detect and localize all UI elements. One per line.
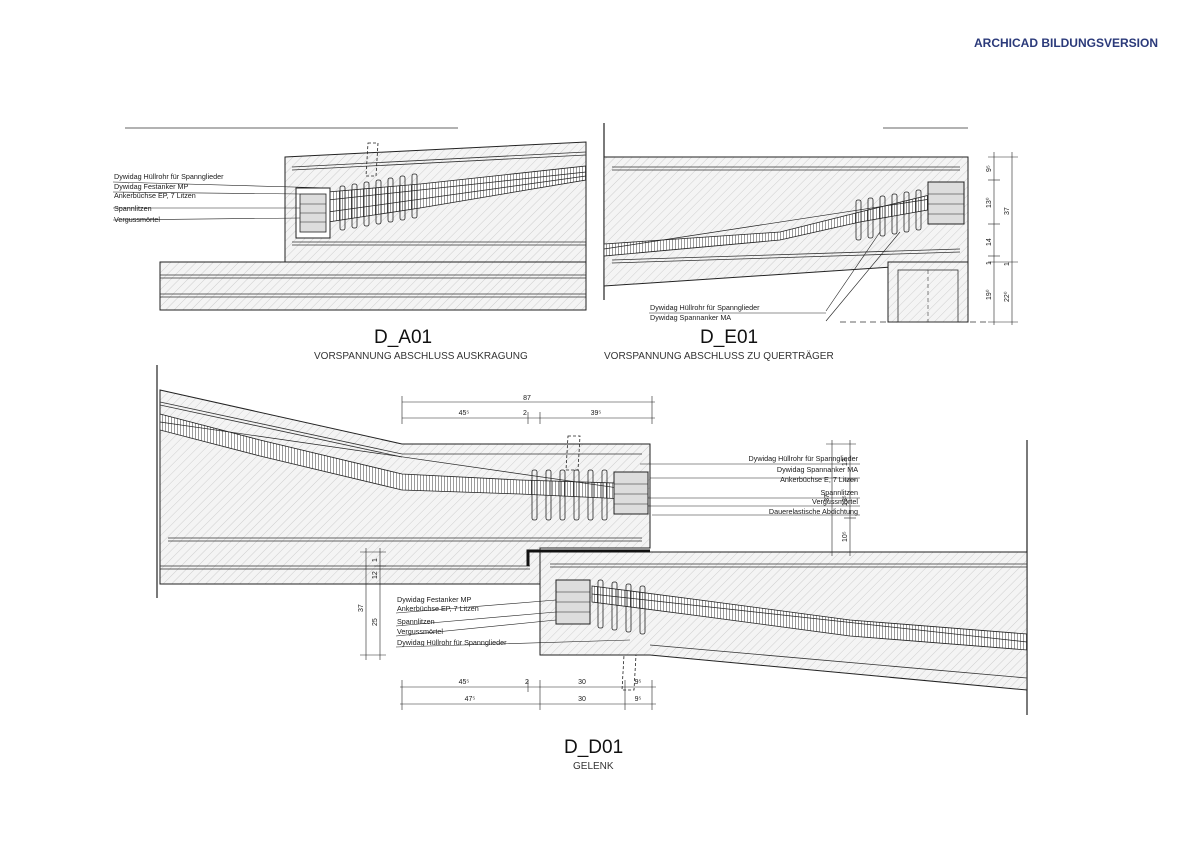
d01-dim-left-2: 12 xyxy=(372,571,379,579)
a01-subtitle: VORSPANNUNG ABSCHLUSS AUSKRAGUNG xyxy=(314,351,528,362)
d01-dim-bottom-2c: 9⁵ xyxy=(635,696,642,703)
watermark-text: ARCHICAD BILDUNGSVERSION xyxy=(974,36,1158,50)
d01-dim-right-1: 13 xyxy=(842,458,849,466)
d01-dim-bottom-1d: 9⁵ xyxy=(635,679,642,686)
d01-subtitle: GELENK xyxy=(573,761,614,772)
d01-dim-bottom-1a: 45⁵ xyxy=(459,679,470,686)
a01-label-huellrohr: Dywidag Hüllrohr für Spannglieder xyxy=(114,172,224,181)
a01-label-spannlitzen: Spannlitzen xyxy=(114,204,152,213)
a01-label-festanker: Dywidag Festanker MP xyxy=(114,182,189,191)
e01-label-spannanker: Dywidag Spannanker MA xyxy=(650,313,731,322)
d01-dim-left-1: 1 xyxy=(372,558,379,562)
e01-dim-8: 22⁰ xyxy=(1003,291,1011,302)
d01-dim-top-3: 39⁵ xyxy=(591,410,602,417)
d01-dim-top-1: 45⁵ xyxy=(459,410,470,417)
e01-dim-4: 1 xyxy=(986,261,993,265)
d01-dim-bottom-1c: 30 xyxy=(578,679,586,686)
d01-label-spannlitzen-upper: Spannlitzen xyxy=(820,488,858,497)
a01-title: D_A01 xyxy=(374,327,432,348)
d01-dim-bottom-2b: 30 xyxy=(578,696,586,703)
d01-dim-bottom-2a: 47⁵ xyxy=(465,696,476,703)
d01-label-spannlitzen-lower: Spannlitzen xyxy=(397,617,435,626)
e01-dim-7: 1 xyxy=(1004,262,1011,266)
d01-dim-left-4: 25 xyxy=(372,618,379,626)
d01-dim-bottom-1b: 2 xyxy=(525,679,529,686)
d01-label-huellrohr-upper: Dywidag Hüllrohr für Spannglieder xyxy=(749,454,859,463)
e01-dim-3: 14 xyxy=(986,238,993,246)
d01-dim-top-2: 2 xyxy=(523,410,527,417)
d01-label-verguss-lower: Vergussmörtel xyxy=(397,627,443,636)
e01-title: D_E01 xyxy=(700,327,758,348)
e01-subtitle: VORSPANNUNG ABSCHLUSS ZU QUERTRÄGER xyxy=(604,350,834,362)
d01-label-spannanker: Dywidag Spannanker MA xyxy=(777,465,858,474)
detail-a01: Dywidag Hüllrohr für Spannglieder Dywida… xyxy=(112,127,587,362)
e01-dim-1: 9⁵ xyxy=(986,165,993,172)
d01-dim-right-4: 10⁵ xyxy=(842,531,849,542)
d01-label-ankerbuechse-ep: Ankerbüchse EP, 7 Litzen xyxy=(397,604,479,613)
d01-label-festanker: Dywidag Festanker MP xyxy=(397,595,472,604)
detail-d01: Dywidag Hüllrohr für Spannglieder Dywida… xyxy=(156,365,1028,772)
e01-dim-6: 37 xyxy=(1004,207,1011,215)
a01-label-ankerbuechse: Ankerbüchse EP, 7 Litzen xyxy=(114,191,196,200)
detail-e01: Dywidag Hüllrohr für Spannglieder Dywida… xyxy=(603,123,1018,362)
d01-label-huellrohr-lower: Dywidag Hüllrohr für Spannglieder xyxy=(397,638,507,647)
d01-label-ankerbuechse-e: Ankerbüchse E, 7 Litzen xyxy=(780,475,858,484)
d01-title: D_D01 xyxy=(564,737,623,758)
d01-dim-left-3: 37 xyxy=(358,604,365,612)
d01-dim-right-3: 13⁵ xyxy=(842,495,849,506)
e01-label-huellrohr: Dywidag Hüllrohr für Spannglieder xyxy=(650,303,760,312)
e01-dim-5: 19⁰ xyxy=(985,289,993,300)
a01-label-vergussmoertel: Vergussmörtel xyxy=(114,215,160,224)
e01-dim-2: 13⁰ xyxy=(985,197,993,208)
d01-label-verguss-upper: Vergussmörtel xyxy=(812,497,858,506)
d01-dim-right-2: 37 xyxy=(824,494,831,502)
d01-dim-top-total: 87 xyxy=(523,395,531,402)
d01-label-abdichtung: Dauerelastische Abdichtung xyxy=(769,507,858,516)
